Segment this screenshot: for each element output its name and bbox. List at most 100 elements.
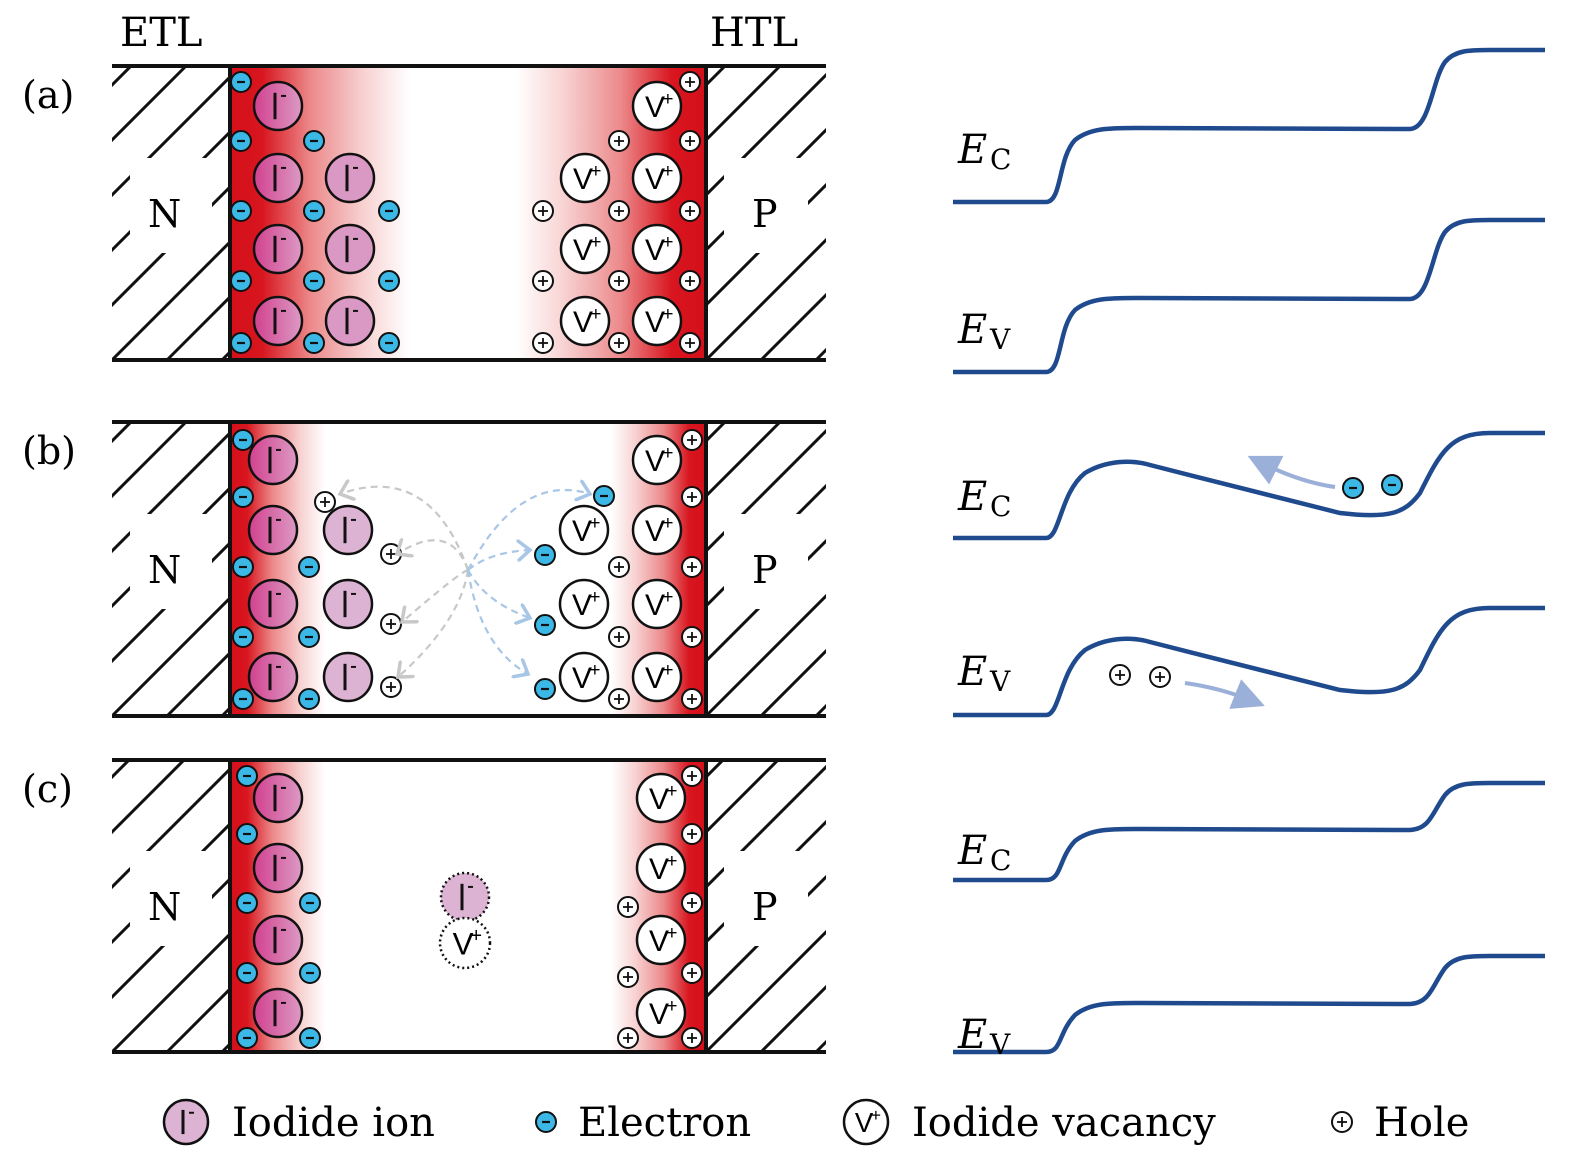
hatch-line bbox=[112, 430, 230, 554]
ev-subscript: V bbox=[989, 665, 1011, 698]
hatch-line bbox=[112, 420, 188, 499]
iodide-vacancy-body bbox=[559, 152, 611, 204]
iodide-vacancy-letter: V bbox=[645, 515, 665, 548]
hole-icon bbox=[681, 429, 703, 451]
ec-label: E bbox=[957, 474, 987, 520]
panel-label: (c) bbox=[22, 767, 73, 811]
hatch-line bbox=[981, 66, 1275, 360]
hole-recombination-arrow bbox=[398, 569, 470, 677]
iodide-vacancy-body bbox=[558, 651, 610, 703]
iodide-vacancy-icon: V+ bbox=[635, 987, 687, 1039]
electron-icon bbox=[230, 71, 252, 93]
hatch-line bbox=[1201, 66, 1495, 360]
iodide-vacancy-charge: + bbox=[662, 660, 673, 681]
hatch-line bbox=[1036, 66, 1330, 360]
hole-icon bbox=[380, 676, 402, 698]
iodide-vacancy-charge: + bbox=[666, 851, 677, 872]
hatch-line bbox=[1036, 760, 1328, 1052]
electron-icon bbox=[303, 200, 325, 222]
hole-icon bbox=[1331, 1111, 1353, 1133]
legend-item-electron: Electron bbox=[535, 1100, 751, 1146]
iodide-vacancy-icon: V+ bbox=[635, 914, 687, 966]
hole-icon bbox=[681, 823, 703, 845]
iodide-vacancy-body bbox=[558, 578, 610, 630]
iodide-ion-icon bbox=[324, 152, 376, 204]
iodide-vacancy-icon: V+ bbox=[635, 772, 687, 824]
hatch-line bbox=[706, 758, 780, 835]
electron-recombination-arrow bbox=[466, 569, 528, 674]
iodide-vacancy-charge: + bbox=[590, 304, 601, 325]
iodide-vacancy-icon: V+ bbox=[559, 223, 611, 275]
p-region-label: P bbox=[752, 885, 778, 929]
hole-icon bbox=[681, 688, 703, 710]
label-gap bbox=[130, 158, 212, 253]
iodide-vacancy-body bbox=[635, 914, 687, 966]
iodide-vacancy-body bbox=[631, 434, 683, 486]
iodide-ion-icon bbox=[252, 914, 304, 966]
iodide-ion-icon bbox=[162, 1098, 210, 1146]
hole-icon bbox=[608, 270, 630, 292]
hatch-pattern bbox=[706, 64, 1550, 362]
iodide-vacancy-icon: V+ bbox=[631, 80, 683, 132]
iodide-vacancy-charge: + bbox=[662, 587, 673, 608]
electron-icon bbox=[232, 556, 254, 578]
iodide-ion-body bbox=[252, 842, 304, 894]
conduction-band-edge bbox=[953, 430, 1545, 541]
iodide-ion-body bbox=[252, 152, 304, 204]
hatch-line bbox=[772, 66, 1066, 360]
conduction-band-edge bbox=[953, 780, 1545, 883]
hatch-line bbox=[706, 64, 782, 143]
electron-icon bbox=[230, 130, 252, 152]
hatch-line bbox=[1256, 66, 1550, 360]
iodide-vacancy-body bbox=[631, 295, 683, 347]
iodide-vacancy-icon: V+ bbox=[438, 916, 492, 970]
iodide-ion-body bbox=[162, 1098, 210, 1146]
hatch-pattern bbox=[706, 758, 1328, 1054]
iodide-vacancy-icon: V+ bbox=[559, 152, 611, 204]
hole-recombination-arrow bbox=[397, 540, 470, 571]
iodide-vacancy-letter: V bbox=[645, 445, 665, 478]
hole-icon bbox=[532, 332, 554, 354]
electron-icon bbox=[534, 614, 556, 636]
iodide-ion-icon bbox=[324, 295, 376, 347]
iodide-vacancy-body bbox=[631, 80, 683, 132]
valence-band-edge bbox=[953, 605, 1545, 718]
iodide-vacancy-charge: + bbox=[662, 161, 673, 182]
iodide-vacancy-icon: V+ bbox=[635, 842, 687, 894]
p-region-label: P bbox=[752, 548, 778, 592]
iodide-vacancy-charge: + bbox=[662, 232, 673, 253]
hole-icon bbox=[681, 486, 703, 508]
hatch-line bbox=[1201, 422, 1495, 716]
hole-drift-arrow bbox=[1184, 679, 1265, 709]
hatch-line bbox=[706, 72, 826, 198]
hole-icon bbox=[679, 270, 701, 292]
hatch-line bbox=[1256, 422, 1550, 716]
iodide-vacancy-letter: V bbox=[572, 589, 592, 622]
iodide-ion-body bbox=[322, 504, 374, 556]
hole-icon bbox=[608, 332, 630, 354]
htl-label: HTL bbox=[710, 10, 798, 56]
iodide-vacancy-letter: V bbox=[855, 1107, 874, 1138]
hatch-line bbox=[165, 986, 230, 1054]
iodide-vacancy-charge: + bbox=[871, 1105, 881, 1125]
hatch-line bbox=[706, 420, 782, 499]
iodide-vacancy-icon: V+ bbox=[559, 295, 611, 347]
legend-item-iodide-vacancy: V+Iodide vacancy bbox=[842, 1098, 1216, 1146]
electron-icon bbox=[378, 332, 400, 354]
electron-icon bbox=[236, 823, 258, 845]
iodide-ion-icon bbox=[439, 871, 491, 923]
hole-icon bbox=[532, 200, 554, 222]
electron-icon bbox=[230, 200, 252, 222]
hole-icon bbox=[1149, 666, 1171, 688]
iodide-vacancy-icon: V+ bbox=[842, 1098, 890, 1146]
iodide-vacancy-charge: + bbox=[662, 513, 673, 534]
iodide-vacancy-body bbox=[631, 651, 683, 703]
iodide-ion-body bbox=[247, 434, 299, 486]
electron-icon bbox=[303, 270, 325, 292]
hatch-line bbox=[165, 294, 230, 362]
ec-subscript: C bbox=[990, 143, 1011, 176]
electron-icon bbox=[303, 332, 325, 354]
hatch-line bbox=[926, 760, 1218, 1052]
